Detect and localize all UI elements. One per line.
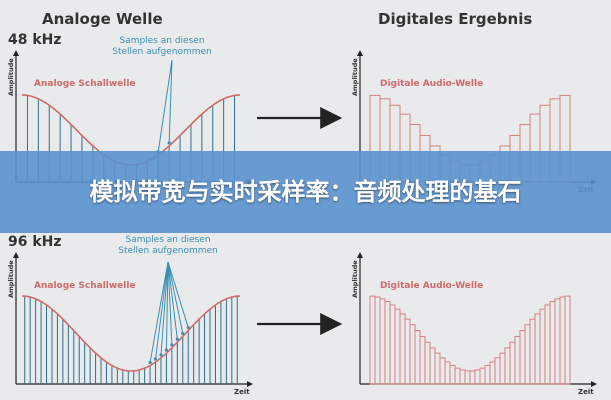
digital-sample-bar [424,341,431,385]
digital-sample-bar [399,313,406,385]
digital-sample-bar [414,330,421,385]
pointer-tip [181,331,185,336]
digital-sample-bar [419,335,426,385]
samples-note-line2: Stellen aufgenommen [112,47,212,57]
digital-sample-bar [404,318,411,385]
y-axis-arrow-icon [13,252,19,258]
sample-pointer-arrows [148,261,190,365]
digital-sample-bar [514,335,521,385]
right-heading: Digitales Ergebnis [378,10,532,28]
digital-sample-bar [539,308,546,385]
digital-sample-bar [459,369,466,385]
digital-sample-bar [504,347,511,385]
pointer-line [167,261,178,340]
digital-sample-bar [564,295,571,385]
pointer-line [168,59,173,143]
samples-note-bottom: Samples an diesen Stellen aufgenommen [118,235,218,256]
digital-sample-bar [374,296,381,385]
pointer-tip [170,343,174,347]
digital-sample-bar [559,296,566,385]
x-axis-label: Zeit [234,388,250,396]
y-axis-label: Amplitude [351,58,359,96]
banner-title: 模拟带宽与实时采样率：音频处理的基石 [89,178,522,206]
rate-label-96: 96 kHz [8,234,62,250]
pointer-line [160,261,169,355]
pointer-tip [175,337,179,341]
digital-sample-bar [509,341,516,385]
digital-sample-bar [484,364,491,385]
digital-sample-bar [369,295,376,385]
digital-sample-bar [534,313,541,385]
pointer-tip [159,353,163,357]
digital-sample-bar [499,352,506,385]
left-heading: Analoge Welle [42,10,163,28]
samples-note-line1: Samples an diesen [119,36,204,46]
y-axis-arrow-icon [13,50,19,56]
digital-sample-bar [529,318,536,385]
y-axis-label: Amplitude [7,58,15,96]
digital-sample-bar [549,301,556,385]
pointer-tip [153,357,158,361]
samples-note-line1: Samples an diesen [125,235,210,245]
pointer-line [149,261,169,363]
digital-sample-bar [464,370,471,385]
digital-sample-bar [389,304,396,385]
digital-sample-bar [449,364,456,385]
digital-sample-bar [479,367,486,385]
pointer-tip [164,348,169,352]
x-axis-label: Zeit [578,388,594,396]
pointer-line [167,261,189,328]
digital-sample-bar [544,304,551,385]
digital-sample-bar [454,367,461,385]
y-axis-arrow-icon [357,50,363,56]
samples-note-line2: Stellen aufgenommen [118,246,218,256]
y-axis-arrow-icon [357,252,363,258]
pointer-line [167,261,173,345]
digital-sample-bar [489,361,496,385]
analog-wave-label: Analoge Schallwelle [34,79,136,89]
digital-sample-bar [554,298,561,385]
pointer-tip [148,360,152,365]
rate-label-48: 48 kHz [8,32,62,48]
digital-sample-bar [524,324,531,385]
digital-sample-bar [444,361,451,385]
pointer-line [157,59,173,152]
pointer-line [165,261,169,351]
digital-sample-bar [439,357,446,385]
analog-wave-label: Analoge Schallwelle [34,281,136,291]
digital-sample-bar [434,352,441,385]
digital-wave-label: Digitale Audio-Welle [380,281,483,291]
digital-sample-bar [384,301,391,385]
digital-sample-bar [394,308,401,385]
title-banner: 模拟带宽与实时采样率：音频处理的基石 [0,151,611,233]
digital-sample-bar [474,369,481,385]
digital-sample-bar [409,324,416,385]
pointer-tip [167,141,171,145]
samples-note-top: Samples an diesen Stellen aufgenommen [112,36,212,57]
x-axis-arrow-icon [247,381,253,387]
digital-sample-bar [519,330,526,385]
sample-pointer-arrows [156,59,173,154]
digital-sample-bar [379,298,386,385]
y-axis-label: Amplitude [351,260,359,298]
x-axis-arrow-icon [591,381,597,387]
y-axis-label: Amplitude [7,260,15,298]
pointer-line [155,261,169,360]
pointer-tip [186,325,190,330]
analog-wave [21,295,241,372]
digital-wave-label: Digitale Audio-Welle [380,79,483,89]
digital-sample-bar [494,357,501,385]
digital-sample-bar [469,370,476,385]
pointer-line [167,261,184,334]
digital-sample-bar [429,347,436,385]
